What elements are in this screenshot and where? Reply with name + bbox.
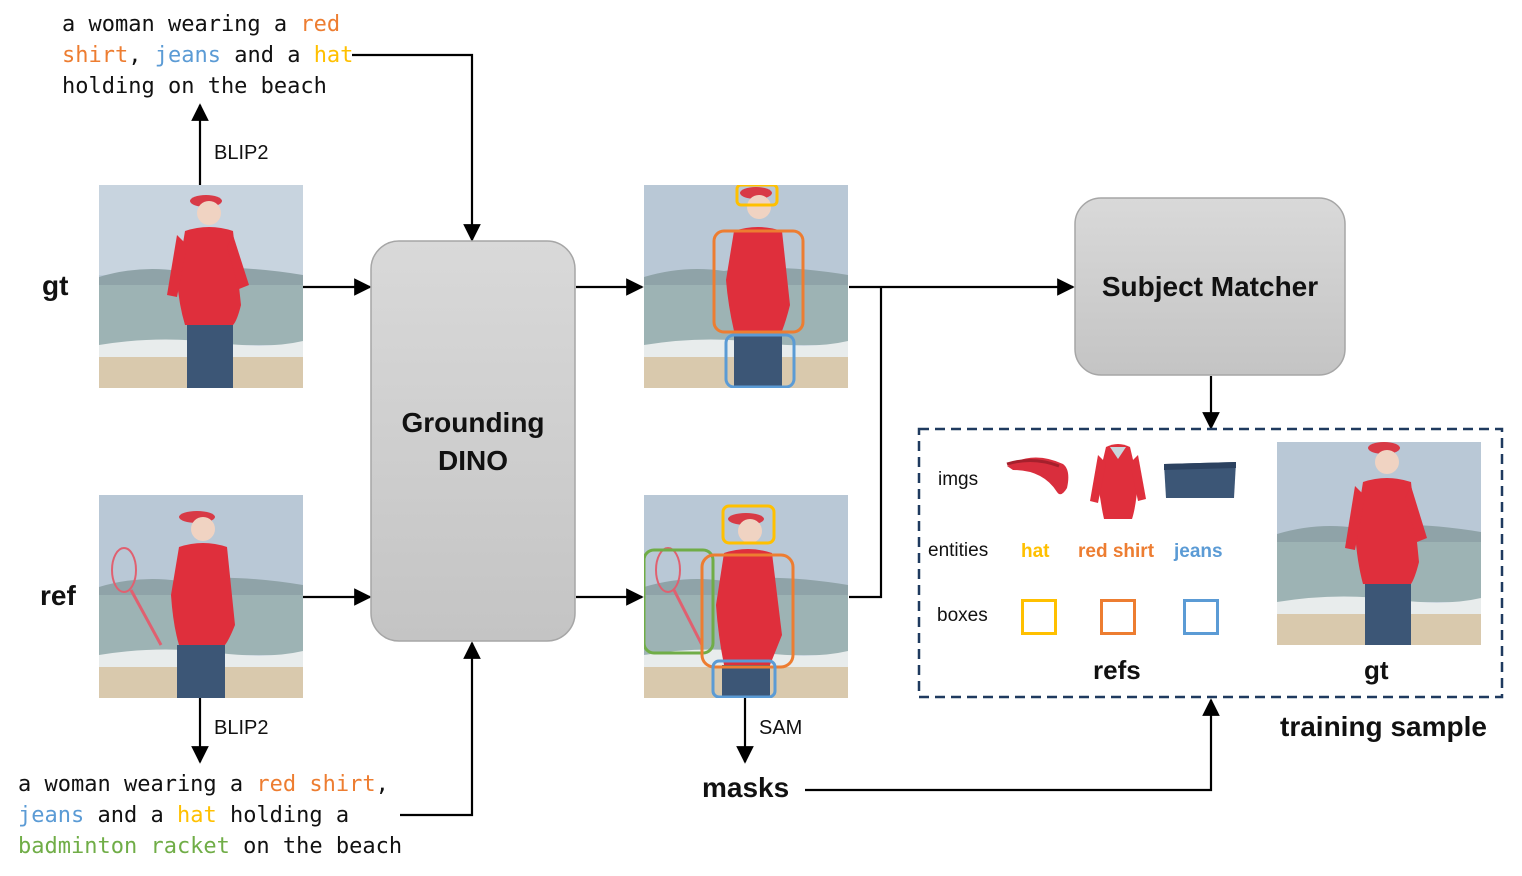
entity-jeans: jeans	[18, 803, 85, 828]
shirt-thumbnail	[1088, 441, 1148, 521]
gt-caption: a woman wearing a red shirt, jeans and a…	[62, 9, 353, 102]
sam-label: SAM	[759, 717, 803, 739]
shirt-bbox-ref	[700, 553, 795, 669]
entity-hat-label: hat	[1021, 541, 1050, 562]
ref-photo	[99, 495, 303, 698]
jeans-bbox	[724, 333, 796, 388]
grounding-dino-box	[370, 240, 576, 642]
blip2-top-label: BLIP2	[214, 142, 269, 164]
training-sample-label: training sample	[1280, 711, 1487, 742]
hat-bbox-ref	[721, 504, 776, 545]
shirt-bbox	[712, 229, 805, 334]
row-boxes-label: boxes	[937, 605, 988, 626]
gt-row-label: gt	[42, 270, 69, 301]
racket-bbox	[644, 548, 715, 655]
gt-caption-text: and a	[220, 43, 314, 68]
training-panel-border	[917, 427, 1504, 699]
ref-caption-text: holding a	[216, 803, 350, 828]
hat-box-swatch	[1021, 599, 1057, 635]
entity-hat: hat	[176, 803, 217, 828]
gt-photo	[99, 185, 303, 388]
arrow-caption2-to-grounding	[400, 641, 481, 817]
masks-label: masks	[702, 772, 790, 803]
panel-gt-label: gt	[1364, 655, 1389, 685]
ref-caption-text: a woman wearing a	[18, 772, 257, 797]
ref-caption-text: and a	[84, 803, 177, 828]
subject-matcher-box	[1074, 197, 1346, 376]
arrow-masks-to-panel	[805, 698, 1220, 792]
arrow-caption-to-grounding	[352, 53, 481, 242]
entity-red-shirt: red shirt	[256, 772, 376, 797]
ref-caption-text: on the beach	[229, 834, 403, 859]
entity-red: red	[300, 12, 341, 37]
jeans-box-swatch	[1183, 599, 1219, 635]
line-ref-boxes-out	[849, 287, 883, 599]
hat-thumbnail	[1003, 448, 1075, 504]
panel-gt-photo	[1277, 442, 1481, 645]
subject-matcher-label: Subject Matcher	[1101, 271, 1319, 302]
entity-hat: hat	[313, 43, 354, 68]
shirt-box-swatch	[1100, 599, 1136, 635]
entity-badminton-racket: badminton racket	[18, 834, 230, 859]
gt-caption-text: holding on the beach	[62, 74, 327, 99]
gt-caption-text: ,	[128, 43, 155, 68]
blip2-bottom-label: BLIP2	[214, 717, 269, 739]
ref-boxed-photo	[644, 495, 848, 698]
entity-jeans-label: jeans	[1174, 541, 1223, 562]
jeans-thumbnail	[1162, 460, 1238, 500]
ref-caption: a woman wearing a red shirt, jeans and a…	[18, 769, 402, 862]
jeans-bbox-ref	[711, 659, 777, 698]
entity-red-shirt-label: red shirt	[1078, 541, 1155, 562]
ref-caption-text: ,	[375, 772, 389, 797]
refs-label: refs	[1093, 655, 1141, 685]
gt-caption-text: a woman wearing a	[62, 12, 301, 37]
hat-bbox	[735, 185, 779, 207]
entity-shirt: shirt	[62, 43, 129, 68]
grounding-dino-label: Grounding DINO	[401, 407, 545, 476]
row-entities-label: entities	[928, 540, 989, 561]
gt-boxed-photo	[644, 185, 848, 388]
row-imgs-label: imgs	[938, 469, 979, 490]
ref-row-label: ref	[40, 580, 76, 611]
entity-jeans: jeans	[154, 43, 221, 68]
